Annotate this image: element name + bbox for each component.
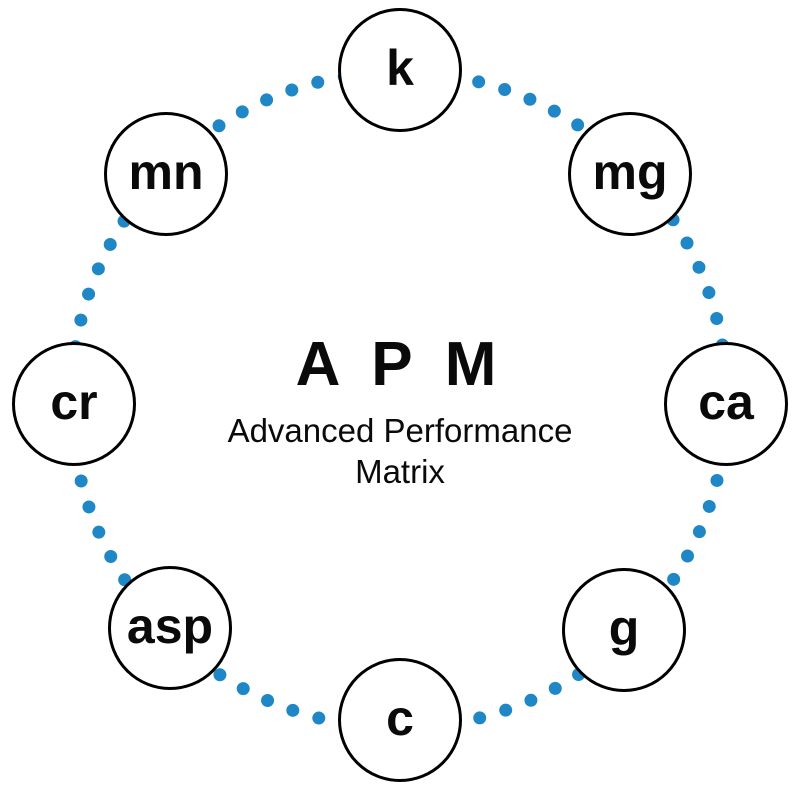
node-cr: cr: [12, 342, 136, 466]
node-ca-label: ca: [698, 374, 754, 430]
node-mg-label: mg: [592, 144, 668, 200]
center-text: A P M Advanced Performance Matrix: [190, 334, 610, 493]
node-mn: mn: [104, 112, 228, 236]
diagram-title: A P M: [295, 330, 505, 399]
node-g: g: [562, 568, 686, 692]
node-asp-label: asp: [126, 598, 214, 654]
diagram-subtitle: Advanced Performance Matrix: [227, 412, 573, 491]
node-cr-label: cr: [50, 374, 98, 430]
node-c: c: [338, 658, 462, 782]
node-c-label: c: [386, 690, 414, 746]
node-k-label: k: [386, 40, 414, 96]
node-k: k: [338, 8, 462, 132]
node-mg: mg: [568, 112, 692, 236]
node-ca: ca: [664, 342, 788, 466]
node-g-label: g: [608, 600, 640, 656]
node-asp: asp: [108, 566, 232, 690]
node-mn-label: mn: [128, 144, 204, 200]
